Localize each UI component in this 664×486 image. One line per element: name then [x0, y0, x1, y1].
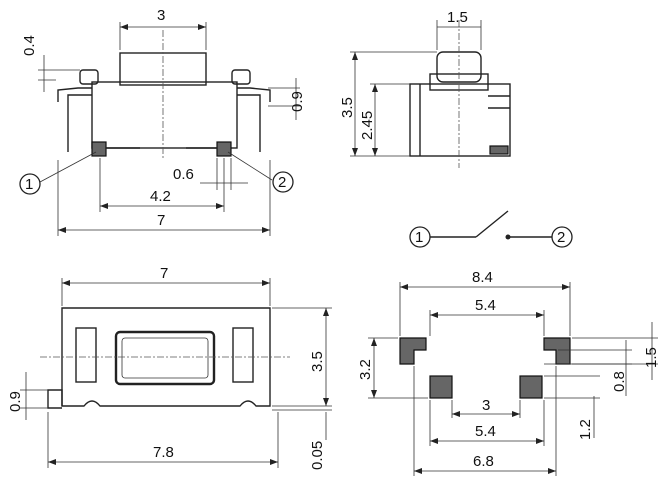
- fp-dim-inner-bottom: 5.4: [475, 423, 496, 440]
- end-dim-height: 3.5: [339, 97, 356, 118]
- top-dim-height: 3.5: [309, 351, 326, 372]
- fp-dim-right: 1.5: [643, 347, 660, 368]
- fp-dim-pad-height: 1.2: [577, 419, 594, 440]
- fp-dim-bottom-overall: 6.8: [473, 453, 494, 470]
- pin1-callout: 1: [25, 176, 33, 193]
- side-view: 3 0.4 0.9 0.6 4.2 7 1: [19, 7, 306, 236]
- dim-top-width: 3: [157, 7, 165, 24]
- top-dim-base: 7.8: [153, 444, 174, 461]
- dim-pad: 0.6: [173, 166, 194, 183]
- top-dim-bottom: 0.05: [309, 441, 326, 470]
- switch-schematic: 1 2: [409, 210, 573, 248]
- fp-dim-inner-top: 5.4: [475, 297, 496, 314]
- top-dim-left: 0.9: [7, 391, 24, 412]
- fp-dim-overall: 8.4: [472, 269, 493, 286]
- dim-inner: 4.2: [150, 188, 171, 205]
- pin2-callout: 2: [278, 174, 286, 191]
- top-view: 7 3.5 0.05 0.9 7.8: [7, 265, 332, 470]
- fp-dim-left: 3.2: [357, 359, 374, 380]
- dim-right: 0.9: [289, 91, 306, 112]
- top-dim-width: 7: [160, 265, 168, 282]
- schematic-pin2: 2: [557, 229, 565, 246]
- end-dim-top-width: 1.5: [447, 9, 468, 26]
- fp-dim-center: 3: [482, 397, 490, 414]
- end-dim-height-inner: 2.45: [359, 111, 376, 140]
- end-view: 1.5 3.5 2.45: [339, 9, 511, 168]
- fp-dim-right-small: 0.8: [611, 371, 628, 392]
- dim-height-top: 0.4: [21, 35, 38, 56]
- dim-overall: 7: [157, 212, 165, 229]
- pcb-footprint: 8.4 5.4 3.2 1.5 0.8 3: [357, 269, 660, 476]
- schematic-pin1: 1: [415, 229, 423, 246]
